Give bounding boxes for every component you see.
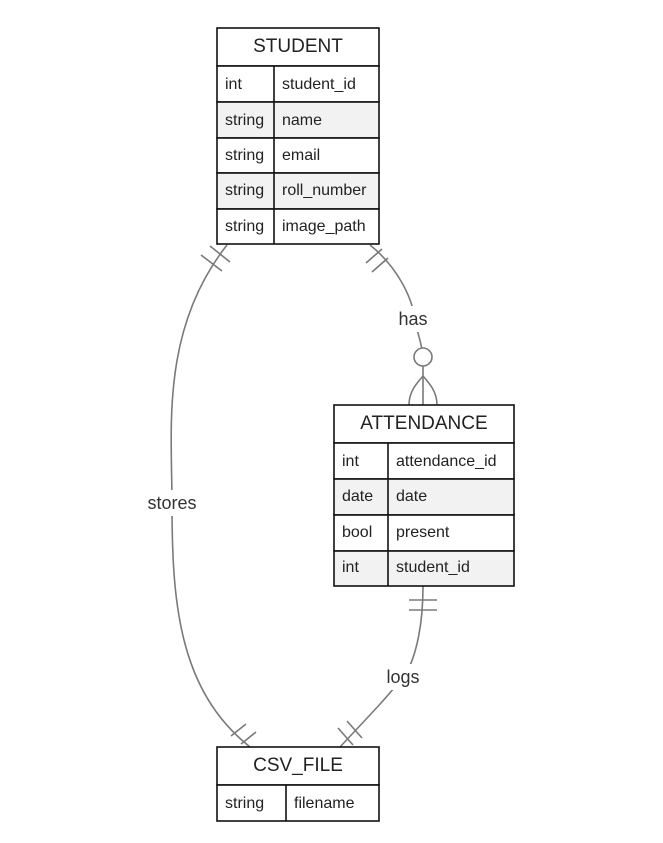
attribute-type: string [225, 182, 264, 199]
attribute-name: student_id [282, 76, 356, 93]
attribute-row: int student_id [333, 550, 515, 587]
cardinality-one-student-stores [200, 245, 231, 272]
cardinality-one-csv-logs [337, 720, 363, 746]
attribute-name: attendance_id [396, 453, 497, 470]
attribute-name: filename [294, 795, 355, 812]
attribute-row: int attendance_id [333, 442, 515, 480]
entity-title: ATTENDANCE [360, 413, 487, 434]
attribute-type: string [225, 112, 264, 129]
attribute-name: name [282, 112, 322, 129]
entity-title: STUDENT [253, 36, 343, 57]
attribute-name: image_path [282, 218, 366, 235]
attribute-name: present [396, 524, 450, 541]
relationship-logs: logs [337, 585, 437, 748]
cardinality-one-student-has [365, 248, 389, 273]
attribute-type: string [225, 795, 264, 812]
entity-student: STUDENT int student_id string name strin… [216, 27, 380, 245]
attribute-name: email [282, 147, 320, 164]
attribute-type: string [225, 218, 264, 235]
edge-has [369, 244, 424, 357]
attribute-row: string filename [216, 784, 380, 822]
attribute-row: int student_id [216, 65, 380, 103]
relationship-stores: stores [143, 244, 257, 748]
entity-attendance: ATTENDANCE int attendance_id date date b… [333, 404, 515, 587]
attribute-type: int [225, 76, 242, 93]
relationship-has: has [365, 244, 438, 406]
attribute-type: int [342, 559, 359, 576]
attribute-row: bool present [333, 514, 515, 552]
attribute-row: string name [216, 101, 380, 139]
attribute-row: date date [333, 478, 515, 516]
cardinality-one-csv-stores [230, 723, 257, 745]
attribute-row: string roll_number [216, 172, 380, 210]
attribute-type: bool [342, 524, 372, 541]
cardinality-one-attendance-logs [409, 599, 437, 611]
attribute-row: string email [216, 137, 380, 174]
label-has: has [398, 309, 427, 329]
attribute-name: roll_number [282, 182, 367, 199]
attribute-name: date [396, 488, 427, 505]
cardinality-many-attendance-has [408, 347, 438, 406]
attribute-type: int [342, 453, 359, 470]
entity-title: CSV_FILE [253, 755, 343, 776]
attribute-type: string [225, 147, 264, 164]
attribute-row: string image_path [216, 208, 380, 245]
entity-csv-file: CSV_FILE string filename [216, 746, 380, 822]
attribute-type: date [342, 488, 373, 505]
label-stores: stores [147, 493, 196, 513]
label-logs: logs [386, 667, 419, 687]
attribute-name: student_id [396, 559, 470, 576]
